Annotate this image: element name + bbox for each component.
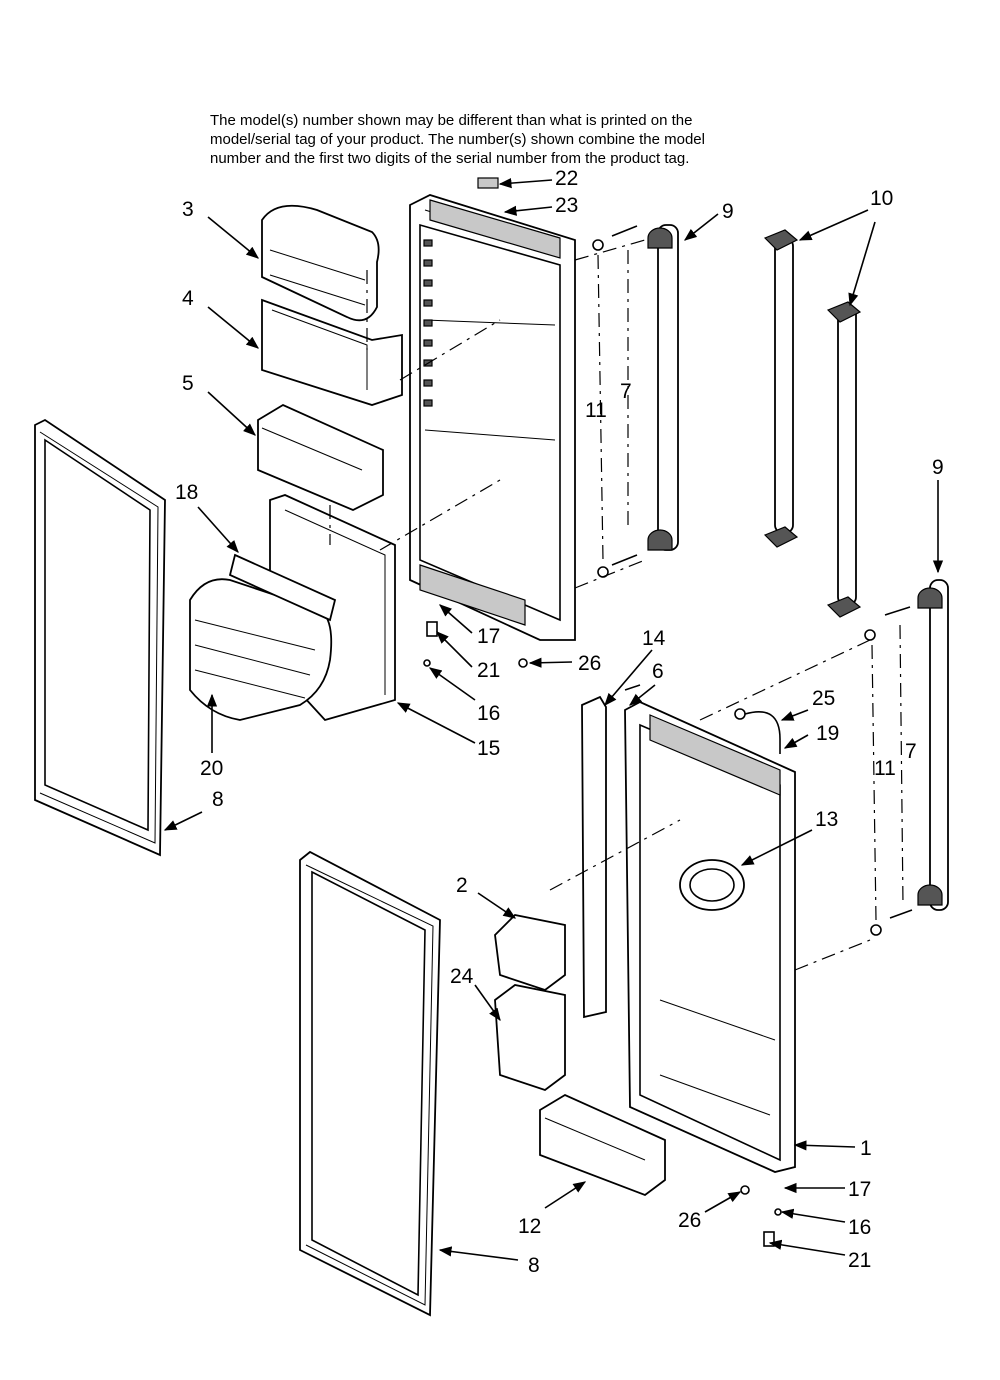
- leader-lines: [163, 178, 944, 1261]
- alignment-lines: [329, 239, 904, 971]
- callout-13: 13: [815, 808, 838, 831]
- callout-labels: 3 4 5 18 20 8 22 23 9 10 9 11 7 17 21 16…: [175, 167, 944, 1277]
- callout-24: 24: [450, 965, 474, 988]
- callout-8-lower: 8: [528, 1254, 540, 1277]
- callout-23: 23: [555, 194, 578, 217]
- note-line-1: The model(s) number shown may be differe…: [210, 112, 693, 129]
- bin-cover: [261, 204, 380, 322]
- callout-11-lower: 11: [874, 757, 896, 780]
- callout-1: 1: [860, 1137, 872, 1160]
- callout-25: 25: [812, 687, 835, 710]
- callout-17-lower: 17: [848, 1178, 871, 1201]
- trim-strip: [581, 695, 607, 1019]
- door-gasket-upper: [34, 418, 166, 857]
- callout-11-upper: 11: [585, 399, 607, 422]
- ice-bucket-front: [189, 553, 337, 721]
- callout-6: 6: [652, 660, 664, 683]
- callout-12: 12: [518, 1215, 541, 1238]
- callout-9-lower: 9: [932, 456, 944, 479]
- door-gasket-lower: [299, 850, 441, 1317]
- callout-19: 19: [816, 722, 839, 745]
- callout-17-upper: 17: [477, 625, 500, 648]
- door-bin-small: [494, 914, 566, 992]
- callout-21-lower: 21: [848, 1249, 871, 1272]
- callout-2: 2: [456, 874, 468, 897]
- shelf-slots: [423, 239, 433, 407]
- door-bin-lower: [539, 1093, 666, 1197]
- door-bin-tall: [494, 984, 566, 1092]
- callout-15: 15: [477, 737, 500, 760]
- fresh-food-door-liner: [624, 700, 796, 1173]
- callout-5: 5: [182, 372, 194, 395]
- callout-3: 3: [182, 198, 194, 221]
- callout-10: 10: [870, 187, 893, 210]
- door-handle-lower: [917, 579, 949, 911]
- model-number-note: The model(s) number shown may be differe…: [210, 111, 810, 168]
- note-line-2: model/serial tag of your product. The nu…: [210, 131, 705, 148]
- door-bin-middle: [257, 403, 384, 511]
- callout-7-upper: 7: [620, 380, 632, 403]
- callout-8-upper: 8: [212, 788, 224, 811]
- callout-16-upper: 16: [477, 702, 500, 725]
- note-line-3: number and the first two digits of the s…: [210, 150, 690, 167]
- callout-21-upper: 21: [477, 659, 500, 682]
- freezer-door-liner: [409, 194, 576, 641]
- door-bin-upper: [261, 298, 403, 406]
- callout-18: 18: [175, 481, 198, 504]
- water-filter-housing: [679, 859, 745, 911]
- callout-4: 4: [182, 287, 194, 310]
- callout-22: 22: [555, 167, 578, 190]
- callout-26-lower: 26: [678, 1209, 701, 1232]
- callout-20: 20: [200, 757, 223, 780]
- door-handle-upper: [647, 224, 679, 551]
- callout-9-upper: 9: [722, 200, 734, 223]
- callout-16-lower: 16: [848, 1216, 871, 1239]
- callout-14: 14: [642, 627, 666, 650]
- handle-trim-pair: [763, 229, 862, 618]
- callout-26-upper: 26: [578, 652, 601, 675]
- callout-7-lower: 7: [905, 740, 917, 763]
